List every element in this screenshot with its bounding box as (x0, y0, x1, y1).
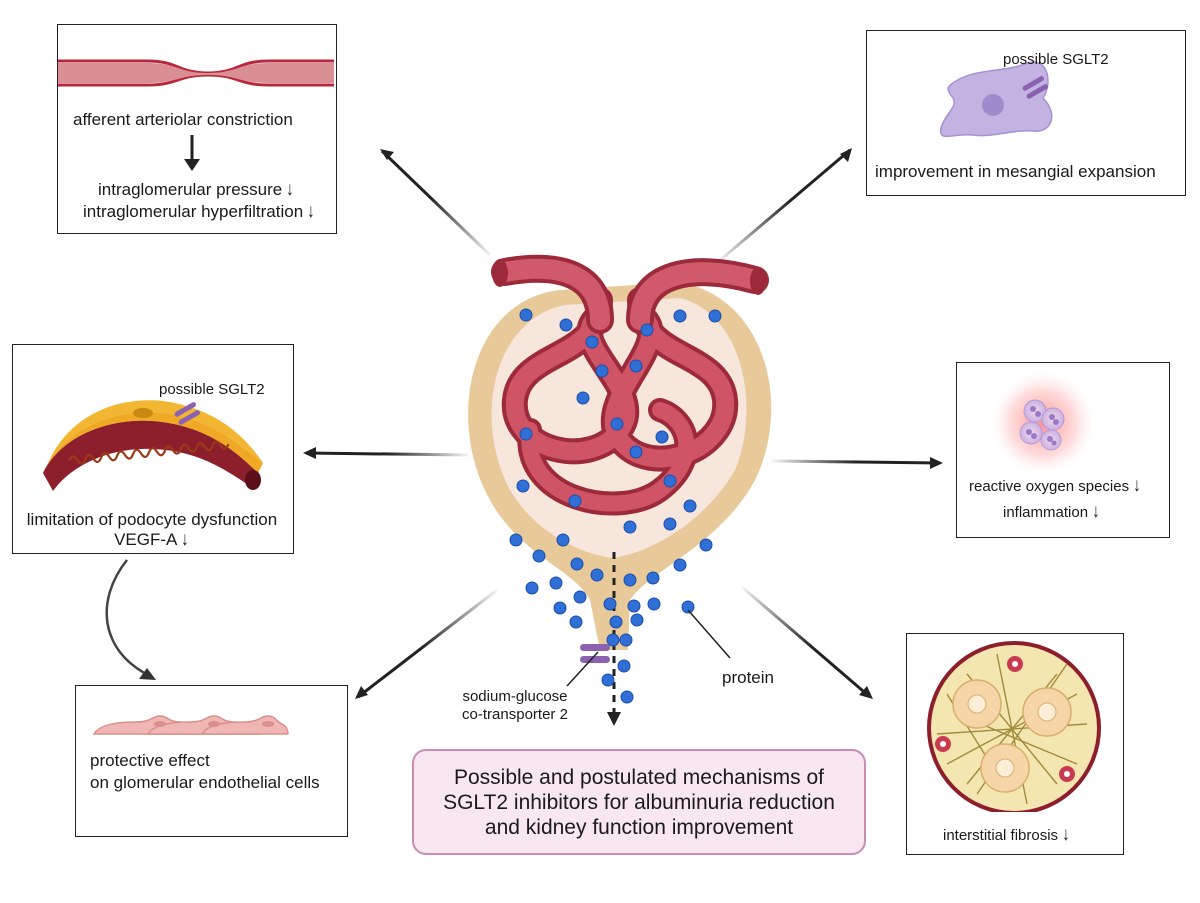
arteriole-box: afferent arteriolar constriction intragl… (57, 24, 337, 234)
sglt2-transporter-icon (580, 644, 610, 663)
arrow-to-ros (771, 457, 943, 469)
pressure-label: intraglomerular pressure↓ (98, 179, 294, 200)
mesangial-box: possible SGLT2 improvement in mesangial … (866, 30, 1186, 196)
arrow-to-mesangial (717, 148, 852, 264)
endothelial-box: protective effect on glomerular endothel… (75, 685, 348, 837)
figure-title-box: Possible and postulated mechanisms of SG… (412, 749, 866, 855)
possible-sglt2-label: possible SGLT2 (1003, 51, 1109, 68)
podocyte-vessel-icon (43, 400, 263, 491)
decrease-arrow-icon: ↓ (1061, 824, 1070, 845)
possible-sglt2-label: possible SGLT2 (159, 381, 265, 398)
decrease-arrow-icon: ↓ (1133, 475, 1141, 496)
arrow-to-fibrosis (741, 585, 873, 699)
sglt2-icon (1022, 76, 1048, 99)
decrease-arrow-icon: ↓ (1091, 501, 1100, 522)
podocyte-label: limitation of podocyte dysfunction (26, 510, 278, 529)
mesangial-label: improvement in mesangial expansion (875, 162, 1156, 181)
endothelial-label-1: protective effect (90, 751, 210, 770)
arteriole-vessel-icon (58, 59, 334, 87)
arteriole-label: afferent arteriolar constriction (73, 110, 293, 129)
arrow-to-arteriole (380, 149, 492, 257)
title-line-1: Possible and postulated mechanisms of (453, 765, 825, 789)
endothelial-label-2: on glomerular endothelial cells (90, 773, 320, 792)
sglt2-icon (174, 402, 200, 425)
arrow-to-endothelial (355, 588, 498, 699)
ros-label: reactive oxygen species↓ (969, 475, 1141, 496)
title-line-3: and kidney function improvement (484, 815, 794, 839)
decrease-arrow-icon: ↓ (181, 529, 189, 550)
arrow-to-podocyte (303, 447, 469, 459)
inflammation-label: inflammation↓ (1003, 501, 1100, 522)
fibrosis-label: interstitial fibrosis↓ (943, 824, 1070, 845)
fibrosis-box: interstitial fibrosis↓ (906, 633, 1124, 855)
curved-arrow-podocyte-to-endothelial (105, 559, 156, 680)
decrease-arrow-icon: ↓ (307, 201, 315, 222)
vegf-label: VEGF-A↓ (114, 529, 189, 550)
sglt2-label-1: sodium-glucose (462, 688, 568, 705)
ros-box: reactive oxygen species↓ inflammation↓ (956, 362, 1170, 538)
sglt2-label-2: co-transporter 2 (462, 706, 568, 723)
inflammatory-cells-icon (988, 368, 1098, 478)
hyperfiltration-label: intraglomerular hyperfiltration↓ (83, 201, 315, 222)
decrease-arrow-icon: ↓ (286, 179, 294, 200)
mesangial-cell-icon (939, 61, 1053, 138)
protein-label: protein (722, 668, 774, 687)
podocyte-box: possible SGLT2 limitation of podocyte dy… (12, 344, 294, 554)
title-line-2: SGLT2 inhibitors for albuminuria reducti… (443, 790, 835, 814)
down-arrow-icon (184, 135, 200, 171)
glomerulus-illustration (468, 254, 772, 726)
fibrosis-tissue-icon (927, 641, 1101, 812)
endothelial-cells-icon (92, 715, 289, 735)
